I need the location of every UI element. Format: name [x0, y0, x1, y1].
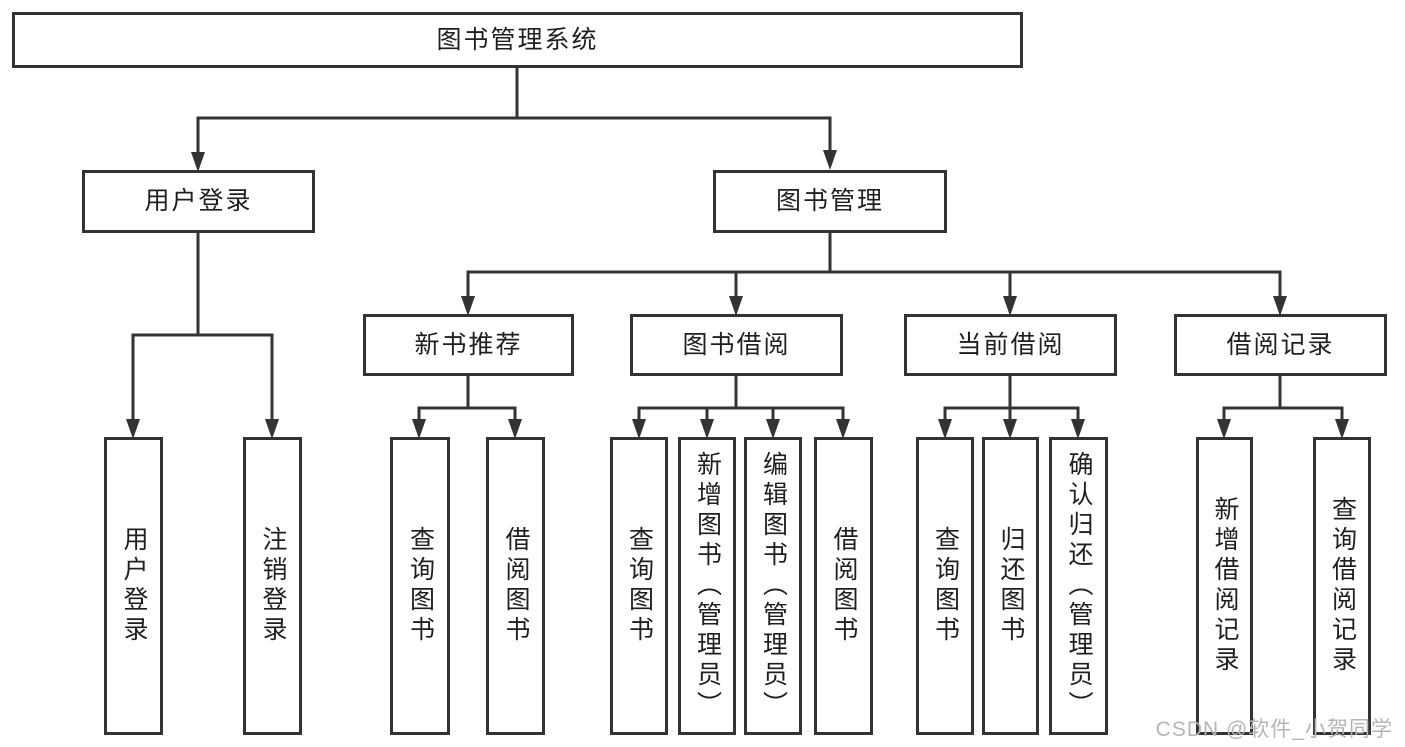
leaf-bb-add-books-admin-label: 新增图书（管理员） [693, 451, 722, 721]
node-borrowing-records-label: 借阅记录 [1226, 330, 1335, 359]
leaf-br-add-record: 新增借阅记录 [1196, 437, 1253, 735]
node-borrowing-records: 借阅记录 [1174, 314, 1387, 376]
leaf-cb-confirm-return-admin: 确认归还（管理员） [1049, 437, 1108, 735]
node-book-management-label: 图书管理 [775, 187, 884, 215]
node-user-login-group-label: 用户登录 [144, 187, 253, 215]
leaf-logout-label: 注销登录 [259, 526, 287, 646]
leaf-bb-edit-books-admin: 编辑图书（管理员） [744, 437, 802, 735]
node-book-management: 图书管理 [713, 170, 947, 233]
node-new-book-recommend-label: 新书推荐 [414, 330, 523, 359]
leaf-cb-confirm-return-admin-label: 确认归还（管理员） [1065, 451, 1093, 721]
leaf-bb-edit-books-admin-label: 编辑图书（管理员） [759, 451, 788, 721]
leaf-cb-query-books-label: 查询图书 [931, 526, 960, 646]
leaf-user-login: 用户登录 [104, 437, 163, 735]
watermark: CSDN @软件_小贺同学 [1155, 718, 1393, 741]
node-current-borrowing: 当前借阅 [904, 314, 1117, 376]
leaf-bb-query-books-label: 查询图书 [625, 526, 654, 646]
node-book-borrowing: 图书借阅 [630, 314, 843, 376]
leaf-cb-return-books-label: 归还图书 [997, 526, 1025, 646]
leaf-user-login-label: 用户登录 [120, 526, 148, 646]
leaf-br-query-record-label: 查询借阅记录 [1328, 496, 1357, 676]
leaf-logout: 注销登录 [243, 437, 302, 735]
node-new-book-recommend: 新书推荐 [363, 314, 574, 376]
leaf-nbr-borrow-books: 借阅图书 [486, 437, 545, 735]
leaf-br-query-record: 查询借阅记录 [1313, 437, 1371, 735]
leaf-bb-add-books-admin: 新增图书（管理员） [678, 437, 736, 735]
node-library-system: 图书管理系统 [12, 12, 1023, 68]
leaf-cb-query-books: 查询图书 [916, 437, 974, 735]
node-book-borrowing-label: 图书借阅 [682, 330, 791, 359]
leaf-br-add-record-label: 新增借阅记录 [1211, 496, 1239, 676]
leaf-bb-borrow-books: 借阅图书 [814, 437, 873, 735]
leaf-cb-return-books: 归还图书 [982, 437, 1039, 735]
leaf-nbr-query-books-label: 查询图书 [406, 526, 435, 646]
node-library-system-label: 图书管理系统 [436, 25, 599, 54]
leaf-bb-query-books: 查询图书 [610, 437, 668, 735]
leaf-nbr-borrow-books-label: 借阅图书 [502, 526, 530, 646]
node-user-login-group: 用户登录 [82, 170, 315, 233]
leaf-nbr-query-books: 查询图书 [390, 437, 450, 735]
node-current-borrowing-label: 当前借阅 [956, 330, 1065, 359]
leaf-bb-borrow-books-label: 借阅图书 [830, 526, 858, 646]
